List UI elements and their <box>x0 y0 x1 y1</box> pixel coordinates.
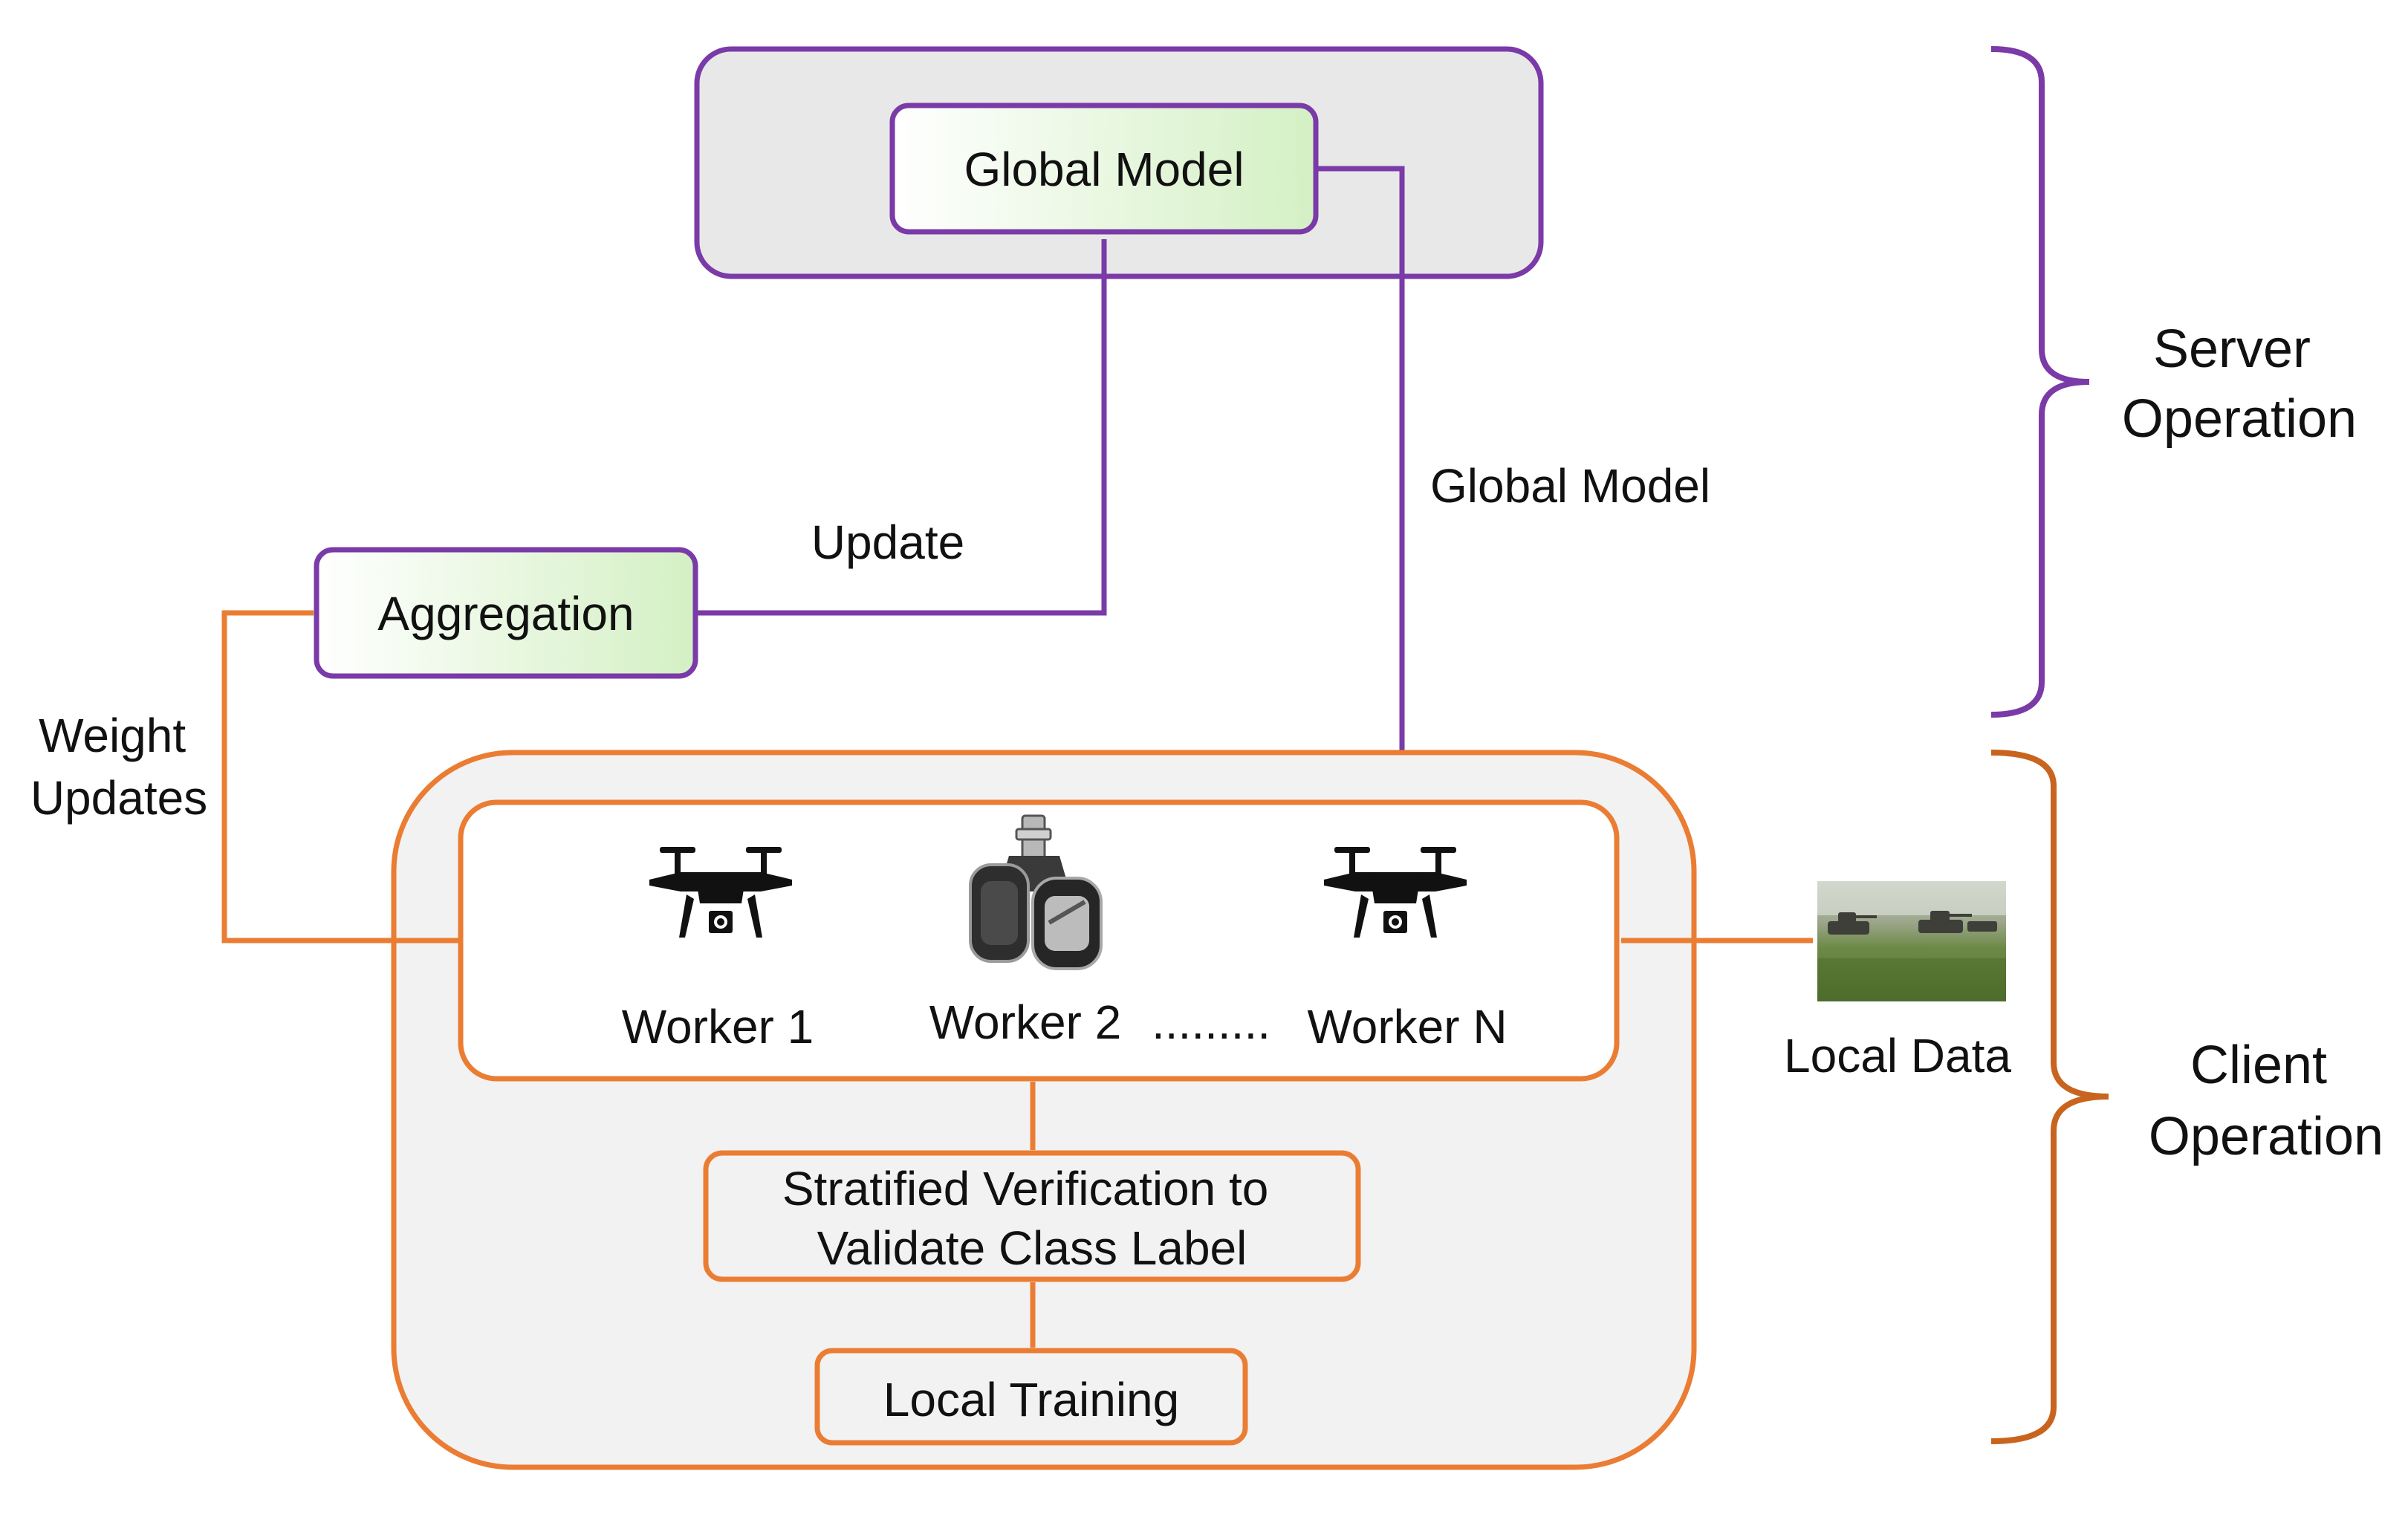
worker-n-label: Worker N <box>1307 1000 1507 1053</box>
worker-2-label: Worker 2 <box>929 996 1121 1049</box>
worker-1: Worker 1 <box>622 847 814 1053</box>
global-model-arrow-label: Global Model <box>1430 459 1710 513</box>
drone-icon <box>649 847 792 938</box>
client-operation-label-line2: Operation <box>2149 1107 2383 1166</box>
verification-label: Stratified Verification to Validate Clas… <box>782 1162 1282 1275</box>
update-arrow <box>695 238 1107 616</box>
local-training-box <box>814 1348 1248 1446</box>
global-model-node: Global Model <box>889 103 1319 235</box>
client-operation-label-line1: Client <box>2190 1036 2327 1095</box>
weight-updates-label-line2: Updates <box>30 771 207 825</box>
local-training-label: Local Training <box>883 1373 1179 1426</box>
global-model-arrow <box>1316 166 1405 796</box>
server-operation-label-line2: Operation <box>2122 389 2357 449</box>
workers-ellipsis: ......... <box>1152 996 1270 1049</box>
weight-updates-arrow <box>221 610 461 943</box>
worker-2: Worker 2 <box>929 814 1121 1049</box>
server-operation-brace <box>1990 46 2090 718</box>
local-data-image <box>1817 881 2006 1001</box>
local-data-label: Local Data <box>1784 1029 2011 1082</box>
verification-label-line1: Stratified Verification to <box>782 1162 1269 1215</box>
verification-label-line2: Validate Class Label <box>817 1221 1247 1275</box>
aggregation-node: Aggregation <box>314 547 698 679</box>
tracked-robot-icon <box>969 814 1103 970</box>
client-operation-label: Client Operation <box>2149 1036 2383 1166</box>
client-operation-brace <box>1990 750 2109 1444</box>
weight-updates-label-line1: Weight <box>39 709 186 762</box>
update-label: Update <box>811 516 964 569</box>
server-operation-label-line1: Server <box>2153 319 2311 379</box>
worker-n: Worker N <box>1307 847 1508 1053</box>
global-model-box-label: Global Model <box>964 143 1244 196</box>
weight-updates-label: Weight Updates <box>30 709 207 825</box>
worker-1-label: Worker 1 <box>622 1000 814 1053</box>
server-operation-label: Server Operation <box>2122 319 2357 449</box>
local-training-node: Local Training <box>814 1348 1248 1446</box>
verification-node: Stratified Verification to Validate Clas… <box>703 1150 1361 1282</box>
aggregation-box-label: Aggregation <box>377 587 634 640</box>
drone-icon <box>1324 847 1467 938</box>
verification-box <box>703 1150 1361 1282</box>
